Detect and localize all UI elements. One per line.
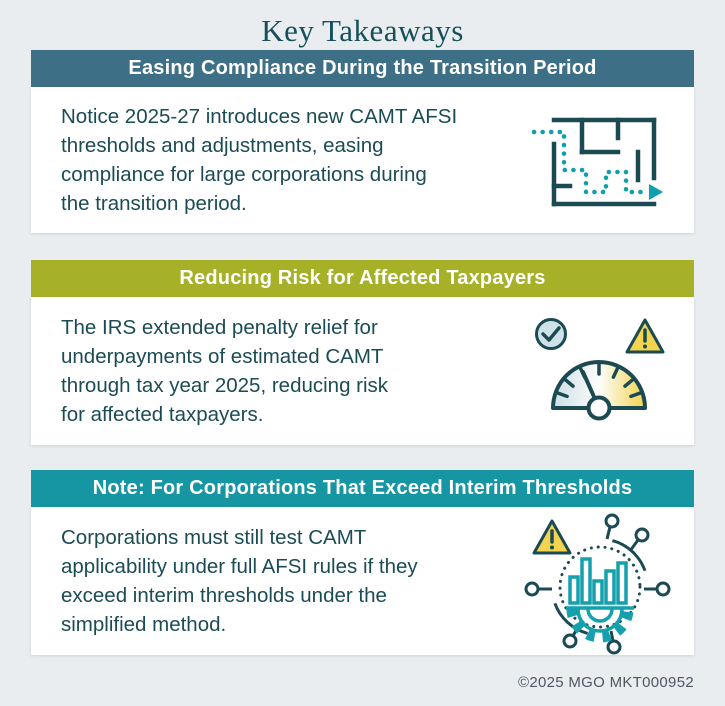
section-body-easing-compliance: Notice 2025-27 introduces new CAMT AFSI … [61,105,458,215]
section-easing-compliance: Easing Compliance During the Transition … [31,50,694,233]
page-title: Key Takeaways [261,13,464,48]
section-header-easing-compliance: Easing Compliance During the Transition … [31,50,694,87]
section-note-thresholds: Note: For Corporations That Exceed Inter… [31,470,694,655]
section-reducing-risk: Reducing Risk for Affected Taxpayers The… [31,260,694,445]
section-card-reducing-risk: The IRS extended penalty relief for unde… [31,297,694,445]
network-gear-chart-icon [508,507,694,655]
section-header-reducing-risk: Reducing Risk for Affected Taxpayers [31,260,694,297]
maze-path-icon [508,108,694,212]
section-header-note-thresholds: Note: For Corporations That Exceed Inter… [31,470,694,507]
footer-credit: ©2025 MGO MKT000952 [517,674,694,691]
section-body-reducing-risk: The IRS extended penalty relief for unde… [61,316,389,426]
section-card-note-thresholds: Corporations must still test CAMT applic… [31,507,694,655]
gauge-check-warning-icon [508,314,694,428]
section-card-easing-compliance: Notice 2025-27 introduces new CAMT AFSI … [31,87,694,233]
section-body-note-thresholds: Corporations must still test CAMT applic… [61,526,418,636]
